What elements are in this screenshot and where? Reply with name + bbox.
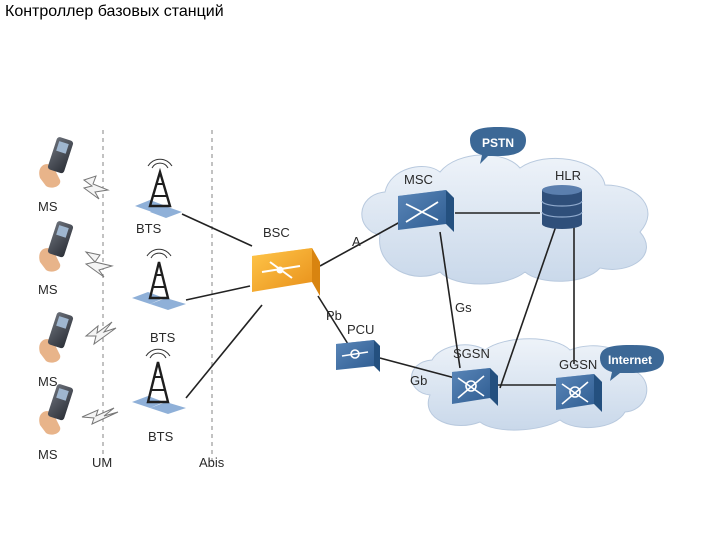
signal-bolts [81,175,119,425]
links [181,212,575,399]
database-icon [541,185,583,229]
interface-pb-label: Pb [326,308,342,323]
sgsn-node[interactable]: SGSN [452,346,498,406]
pstn-badge: PSTN [470,127,526,164]
msc-label: MSC [404,172,433,187]
radio-tower-icon [132,348,186,414]
bsc-node[interactable]: BSC [252,225,320,296]
ms-3-label: MS [38,374,58,389]
cloud-icon [470,127,526,164]
link-pb [317,295,349,345]
bts-2: BTS [132,248,186,345]
bts-1-label: BTS [136,221,162,236]
pstn-label: PSTN [482,136,514,150]
link-bts1-bsc [181,213,253,247]
router-icon [556,374,602,412]
radio-tower-icon [135,158,182,218]
router-icon [336,340,380,372]
mobile-phone-icon [39,384,74,435]
interface-gs-label: Gs [455,300,472,315]
link-bts3-bsc [185,304,263,399]
signal-bolt-icon [84,251,114,278]
signal-bolt-icon [81,407,119,425]
signal-bolt-icon [82,175,110,200]
router-icon [398,190,454,232]
link-a [319,221,401,267]
router-icon [252,248,320,296]
hlr-node[interactable]: HLR [541,168,583,229]
radio-tower-icon [132,248,186,310]
page-title: Контроллер базовых станций [5,3,224,20]
ms-3: MS [38,312,74,389]
internet-badge: Internet [600,345,664,381]
ms-4-label: MS [38,447,58,462]
cloud-icon [600,345,664,381]
msc-node[interactable]: MSC [398,172,454,232]
link-hlr-sgsn [499,225,557,389]
ms-2: MS [38,221,74,297]
pcu-node[interactable]: PCU [336,322,380,372]
interface-a-label: A [352,234,361,249]
bts-3: BTS [132,348,186,444]
abis-label: Abis [199,455,225,470]
bts-3-label: BTS [148,429,174,444]
mobile-phone-icon [39,137,74,188]
hlr-label: HLR [555,168,581,183]
ms-1: MS [38,137,74,214]
pcu-label: PCU [347,322,374,337]
ms-4: MS [38,384,74,462]
sgsn-label: SGSN [453,346,490,361]
mobile-phone-icon [39,312,74,363]
link-bts2-bsc [185,285,251,301]
bts-2-label: BTS [150,330,176,345]
ggsn-label: GGSN [559,357,597,372]
ms-2-label: MS [38,282,58,297]
router-icon [452,368,498,406]
ggsn-node[interactable]: GGSN [556,357,602,412]
signal-bolt-icon [84,321,117,346]
link-gb [379,357,456,379]
bts-1: BTS [135,158,182,236]
interface-gb-label: Gb [410,373,427,388]
internet-label: Internet [608,353,652,367]
um-label: UM [92,455,112,470]
ms-1-label: MS [38,199,58,214]
mobile-phone-icon [39,221,74,272]
bsc-label: BSC [263,225,290,240]
link-gs [439,231,461,369]
